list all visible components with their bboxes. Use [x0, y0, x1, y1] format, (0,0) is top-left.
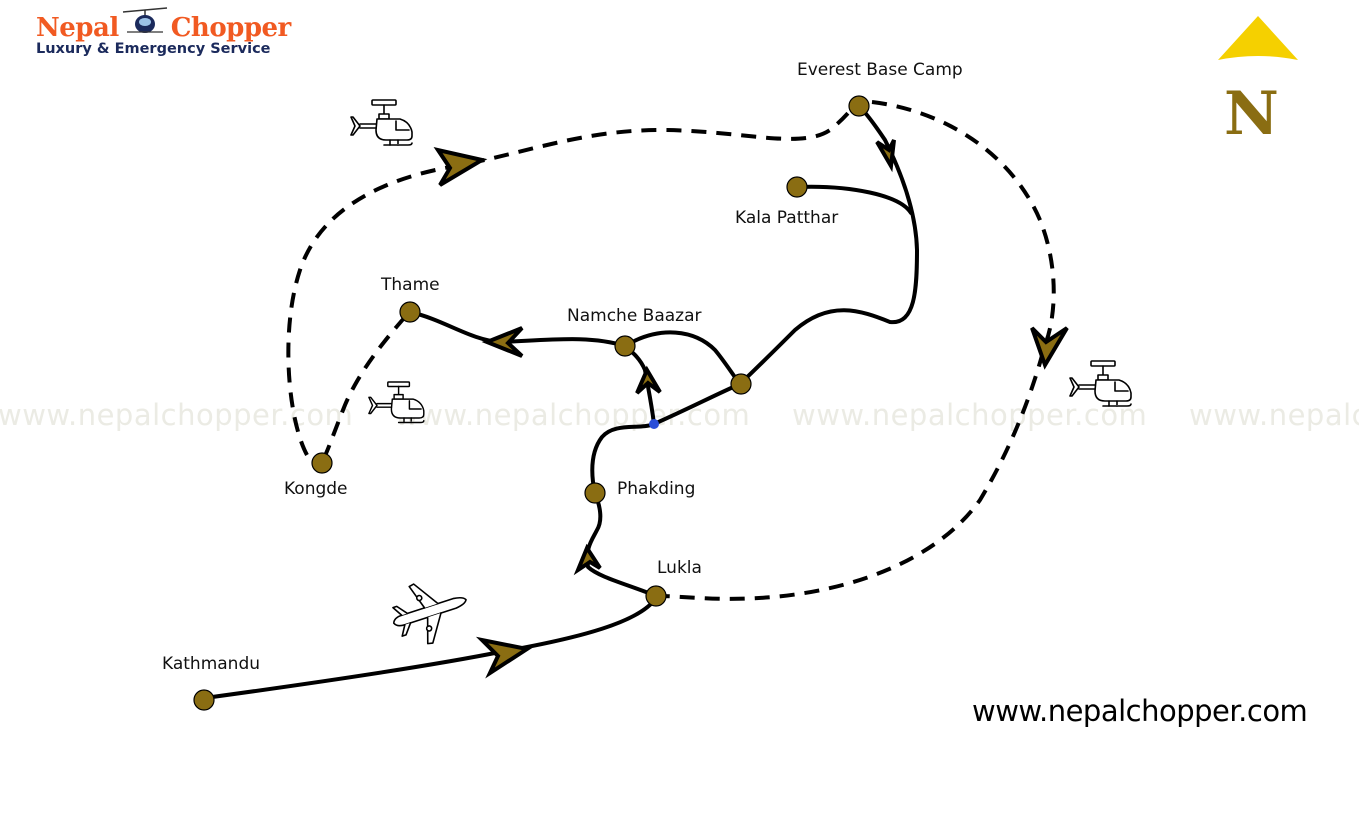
- label-lukla: Lukla: [657, 558, 702, 578]
- helicopter-icon: [350, 99, 413, 146]
- arrow-head-icon: [481, 326, 524, 358]
- route-kathmandu-to-lukla: [203, 596, 658, 700]
- arrow-head-icon: [475, 636, 533, 679]
- arrow-head-icon: [573, 543, 602, 576]
- brand-tagline: Luxury & Emergency Service: [36, 41, 271, 57]
- label-thame: Thame: [380, 275, 440, 295]
- junction-node: [649, 419, 659, 429]
- label-ebc: Everest Base Camp: [797, 60, 963, 80]
- node-kala-patthar[interactable]: [786, 176, 808, 198]
- label-kongde: Kongde: [284, 479, 348, 499]
- node-thame[interactable]: [399, 301, 421, 323]
- node-hub[interactable]: [730, 373, 752, 395]
- north-label: N: [1224, 79, 1279, 149]
- route-namche-to-hub: [623, 330, 742, 386]
- route-kongde-to-ebc: [286, 104, 857, 456]
- route-lukla-to-phakding: [585, 492, 658, 598]
- watermark-text: www.nepalchopper.com: [0, 398, 353, 432]
- node-namche[interactable]: [614, 335, 636, 357]
- node-lukla[interactable]: [645, 585, 667, 607]
- brand-name-right: Chopper: [170, 13, 292, 43]
- node-ebc[interactable]: [848, 95, 870, 117]
- website-link[interactable]: www.nepalchopper.com: [972, 694, 1308, 728]
- node-phakding[interactable]: [584, 482, 606, 504]
- brand-name: Nepal Chopper: [36, 6, 316, 43]
- arrow-head-icon: [1030, 326, 1069, 370]
- watermark-text: www.nepalchopper.com: [395, 398, 750, 432]
- label-kala-patthar: Kala Patthar: [735, 208, 838, 228]
- route-kala-patthar-spur: [795, 184, 913, 215]
- node-kongde[interactable]: [311, 452, 333, 474]
- arrow-head-icon: [433, 146, 488, 187]
- arrow-head-icon: [635, 365, 662, 395]
- route-ebc-to-lukla: [659, 100, 1056, 601]
- route-hub-to-ebc: [738, 104, 919, 386]
- node-kathmandu[interactable]: [193, 689, 215, 711]
- arrow-head-icon: [875, 139, 896, 173]
- label-phakding: Phakding: [617, 479, 695, 499]
- label-namche: Namche Baazar: [567, 306, 702, 326]
- helicopter-icon: [368, 381, 425, 424]
- route-thame-to-kongde: [322, 315, 407, 459]
- north-arrow-icon: [1218, 16, 1298, 60]
- helicopter-icon: [1069, 360, 1132, 407]
- brand-name-left: Nepal: [36, 13, 119, 43]
- route-phakding-to-junction: [590, 422, 656, 496]
- label-kathmandu: Kathmandu: [162, 654, 260, 674]
- watermark-row: www.nepalchopper.com www.nepalchopper.co…: [0, 398, 1359, 432]
- watermark-text: www.nepalchopper.com: [792, 398, 1147, 432]
- north-compass: N: [1216, 14, 1300, 144]
- airplane-icon: [392, 583, 467, 645]
- watermark-text: www.nepalchopper.com: [1189, 398, 1359, 432]
- helicopter-logo-icon: [119, 6, 171, 43]
- brand-logo[interactable]: Nepal Chopper Luxury & Emergency Service: [36, 6, 316, 58]
